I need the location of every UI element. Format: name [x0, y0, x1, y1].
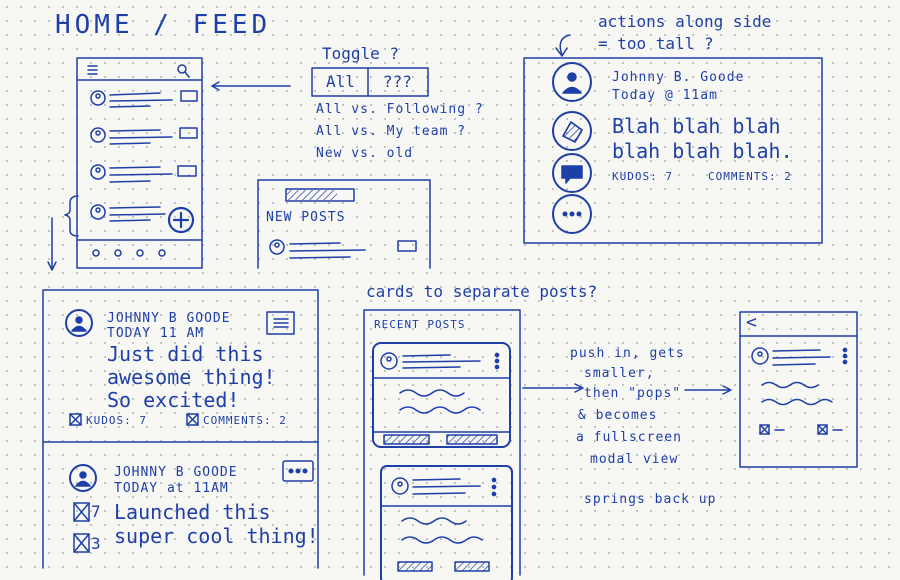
flow-note-line-2: smaller,: [584, 366, 655, 381]
cards-question: cards to separate posts?: [366, 282, 598, 301]
side-note-2: = too tall ?: [598, 34, 714, 53]
comment-action-icon: [552, 153, 592, 193]
post-body-line-2: super cool thing!: [114, 524, 319, 548]
phone-sketch: [47, 57, 203, 271]
side-actions-mockup: [523, 34, 823, 244]
post-body-line-2: awesome thing!: [107, 365, 276, 389]
avatar-icon: [69, 464, 97, 492]
post-card: [372, 342, 511, 448]
comments-count-icon: [73, 533, 90, 553]
toggle-alt-2: All vs. My team ?: [316, 124, 467, 139]
comments-count: COMMENTS: 2: [708, 170, 792, 183]
post-author: JOHNNY B GOODE: [114, 465, 238, 480]
new-posts-mockup: [257, 179, 431, 269]
modal-sketch: [739, 311, 858, 468]
kudos-count-icon: [73, 502, 90, 522]
scroll-arrow: [47, 217, 57, 271]
cards-feed-sketch: [363, 309, 521, 580]
toggle-option-unknown[interactable]: ???: [383, 72, 412, 91]
comment-icon: [266, 311, 295, 335]
avatar-icon: [65, 309, 93, 337]
post-list-sketch: [42, 289, 319, 569]
flow-note-line-4: & becomes: [578, 408, 658, 423]
post-body-line-3: So excited!: [107, 388, 240, 412]
back-arrow-icon[interactable]: <: [746, 312, 757, 333]
toggle-question: Toggle ?: [322, 44, 400, 63]
feed-row: [90, 204, 166, 222]
post-body-line-2: blah blah blah.: [612, 139, 793, 163]
post-card: [380, 465, 513, 580]
brace-mark: [64, 195, 79, 237]
hamburger-menu-icon: [87, 65, 98, 75]
post-time: TODAY 11 AM: [107, 326, 205, 341]
comments-number: 3: [91, 534, 101, 553]
feed-row: [90, 127, 198, 145]
loading-bar: [285, 188, 355, 202]
flow-note-line-3: then "pops": [584, 386, 682, 401]
post-time: Today @ 11am: [612, 88, 718, 103]
toggle-alt-1: All vs. Following ?: [316, 102, 484, 117]
recent-posts-header: RECENT POSTS: [374, 318, 466, 331]
more-action-icon: [552, 194, 592, 234]
tab-bar-dots: [92, 249, 166, 257]
new-posts-label: NEW POSTS: [266, 210, 346, 225]
feed-row: [90, 164, 197, 183]
post-body-line-1: Launched this: [114, 500, 271, 524]
avatar-icon: [552, 62, 592, 102]
flow-note-line-1: push in, gets: [570, 346, 685, 361]
arrow-cards-to-notes: [522, 383, 584, 393]
kudos-count: KUDOS: 7: [612, 170, 673, 183]
kudos-number: 7: [91, 502, 101, 521]
feed-row: [90, 90, 198, 108]
toggle-option-all[interactable]: All: [326, 72, 355, 91]
kudos-action-icon: [552, 111, 592, 151]
post-body-line-1: Just did this: [107, 342, 264, 366]
flow-note-line-7: springs back up: [584, 492, 717, 507]
kudos-checkbox-icon: [69, 413, 82, 426]
toggle-alt-3: New vs. old: [316, 146, 414, 161]
toggle-sketch: [311, 67, 429, 97]
post-body-line-1: Blah blah blah: [612, 114, 781, 138]
add-post-fab-icon: [167, 206, 195, 234]
flow-note-line-6: modal view: [590, 452, 679, 467]
post-author: Johnny B. Goode: [612, 70, 745, 85]
search-icon: [177, 64, 190, 78]
arrow-notes-to-modal: [684, 385, 732, 395]
arrow-toggle-to-phone: [211, 81, 291, 91]
post-author: JOHNNY B GOODE: [107, 311, 231, 326]
comments-checkbox-icon: [186, 413, 199, 426]
more-button-icon: [282, 460, 314, 482]
kudos-count: KUDOS: 7: [86, 414, 147, 427]
page-title: HOME / FEED: [55, 10, 272, 40]
post-time: TODAY at 11AM: [114, 481, 229, 496]
comments-count: COMMENTS: 2: [203, 414, 287, 427]
side-note-1: actions along side: [598, 12, 772, 31]
flow-note-line-5: a fullscreen: [576, 430, 682, 445]
